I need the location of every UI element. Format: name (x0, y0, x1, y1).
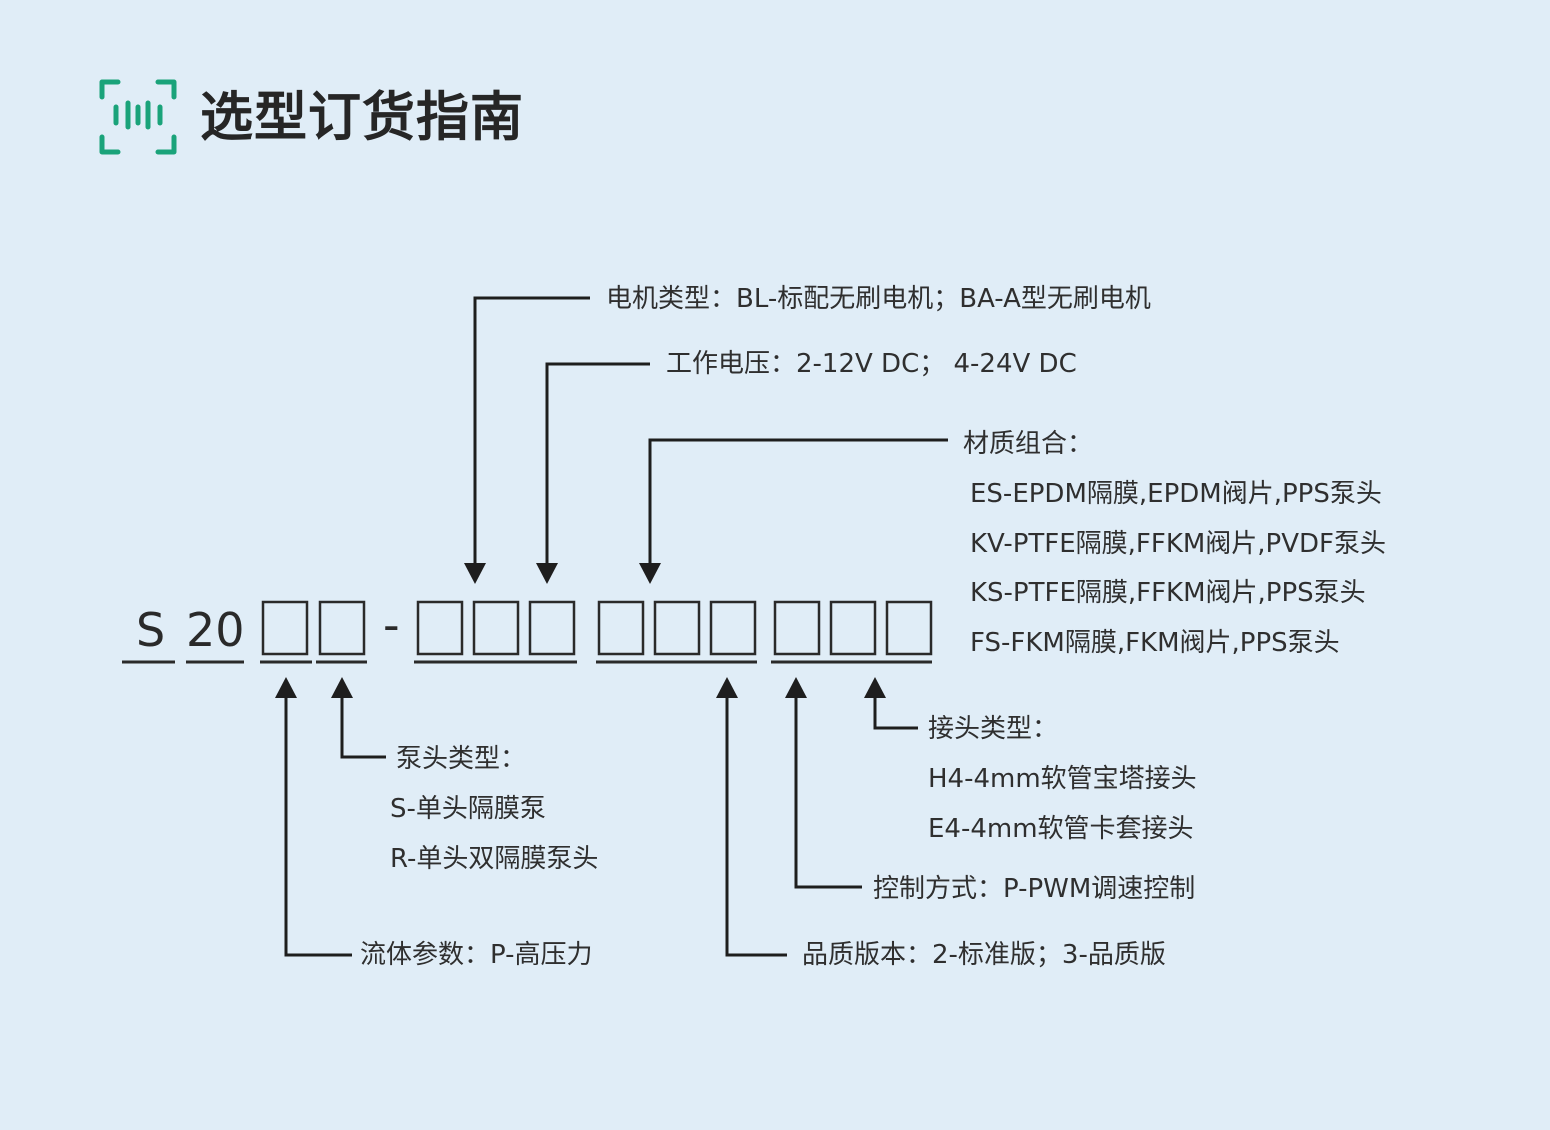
arrow-up-icon (275, 677, 297, 698)
code-box-7 (653, 600, 701, 656)
code-box-3 (416, 600, 464, 656)
arrow-up-icon (785, 677, 807, 698)
material-item: ES-EPDM隔膜,EPDM阀片,PPS泵头 (970, 479, 1382, 509)
motor-type-label: 电机类型：BL-标配无刷电机；BA-A型无刷电机 (606, 284, 1151, 314)
arrow-up-icon (716, 677, 738, 698)
code-box-2 (318, 600, 366, 656)
connector-title: 接头类型： (928, 714, 1059, 744)
code-box-9 (773, 600, 821, 656)
arrow-up-icon (331, 677, 353, 698)
material-item: KS-PTFE隔膜,FFKM阀片,PPS泵头 (970, 578, 1366, 608)
code-box-6 (597, 600, 645, 656)
code-box-8 (709, 600, 757, 656)
arrow-down-icon (536, 563, 558, 584)
code-prefix: S (136, 603, 166, 657)
page-title: 选型订货指南 (200, 86, 524, 148)
leader-lines (284, 296, 948, 957)
voltage-label: 工作电压：2-12V DC； 4-24V DC (666, 349, 1077, 379)
material-title: 材质组合： (963, 429, 1094, 459)
code-box-5 (528, 600, 576, 656)
pump-head-item: S-单头隔膜泵 (390, 794, 546, 824)
material-item: FS-FKM隔膜,FKM阀片,PPS泵头 (970, 628, 1340, 658)
control-label: 控制方式：P-PWM调速控制 (873, 874, 1196, 904)
pump-head-item: R-单头双隔膜泵头 (390, 844, 599, 874)
grade-label: 品质版本：2-标准版；3-品质版 (802, 940, 1166, 970)
code-box-4 (472, 600, 520, 656)
pump-head-title: 泵头类型： (396, 744, 527, 774)
arrowheads (275, 563, 886, 698)
connector-item: E4-4mm软管卡套接头 (928, 814, 1194, 844)
arrow-down-icon (639, 563, 661, 584)
code-box-1 (261, 600, 309, 656)
connector-item: H4-4mm软管宝塔接头 (928, 764, 1197, 794)
fluid-label: 流体参数：P-高压力 (360, 940, 593, 970)
code-box-10 (829, 600, 877, 656)
header: 选型订货指南 (98, 76, 524, 158)
code-separator: - (383, 598, 400, 652)
barcode-scan-icon (99, 79, 177, 155)
material-item: KV-PTFE隔膜,FFKM阀片,PVDF泵头 (970, 529, 1387, 559)
arrow-down-icon (464, 563, 486, 584)
code-series: 20 (186, 603, 245, 657)
code-boxes (261, 600, 933, 656)
arrow-up-icon (864, 677, 886, 698)
code-box-11 (885, 600, 933, 656)
